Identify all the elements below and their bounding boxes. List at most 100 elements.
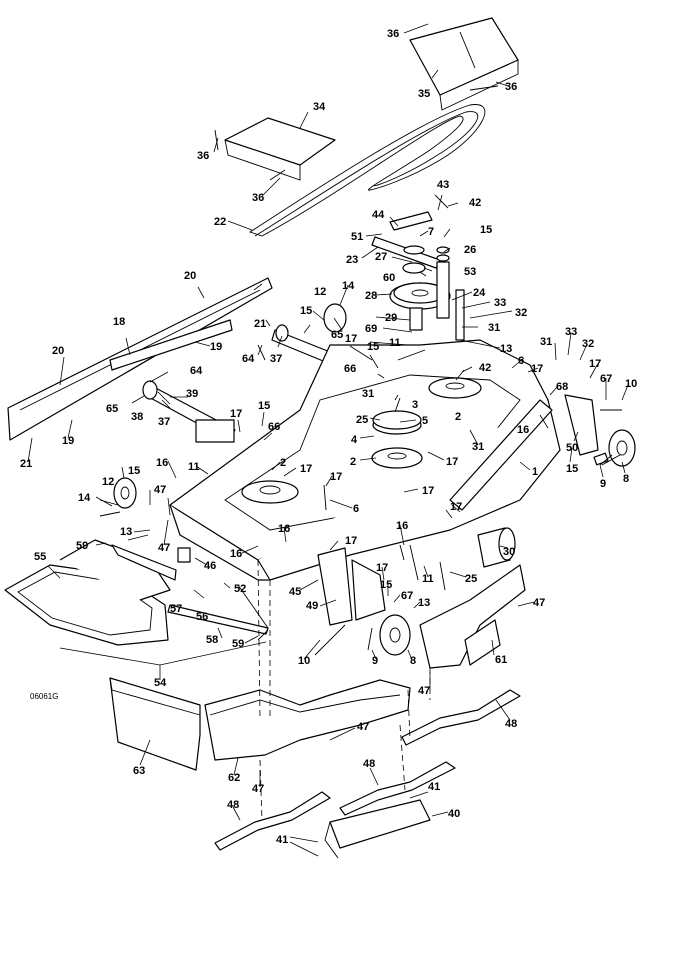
callout-20: 20 — [184, 270, 196, 282]
callout-15: 15 — [367, 341, 379, 353]
callout-25: 25 — [465, 573, 477, 585]
callout-17: 17 — [450, 501, 462, 513]
callout-62: 62 — [228, 772, 240, 784]
callout-61: 61 — [495, 654, 507, 666]
callout-47: 47 — [252, 783, 264, 795]
callout-12: 12 — [314, 286, 326, 298]
callout-17: 17 — [345, 333, 357, 345]
callout-32: 32 — [582, 338, 594, 350]
callout-48: 48 — [363, 758, 375, 770]
callout-49: 49 — [306, 600, 318, 612]
callout-16: 16 — [396, 520, 408, 532]
rear-belt-cover — [409, 17, 519, 111]
drawing-code: 06061G — [30, 692, 58, 701]
callout-50: 50 — [566, 442, 578, 454]
blade-spacer-40 — [324, 799, 431, 859]
callout-37: 37 — [158, 416, 170, 428]
callout-32: 32 — [515, 307, 527, 319]
callout-16: 16 — [278, 523, 290, 535]
callout-47: 47 — [158, 542, 170, 554]
callout-leaders — [27, 23, 629, 857]
callout-57: 57 — [170, 603, 182, 615]
callout-12: 12 — [102, 476, 114, 488]
callout-17: 17 — [422, 485, 434, 497]
callout-44: 44 — [372, 209, 385, 221]
callout-31: 31 — [488, 322, 500, 334]
callout-6: 6 — [353, 503, 359, 515]
callout-15: 15 — [566, 463, 578, 475]
right-baffle-61 — [419, 564, 526, 669]
mower-blades — [214, 689, 521, 851]
side-plate-63 — [109, 677, 201, 771]
callout-43: 43 — [437, 179, 449, 191]
callout-65: 65 — [106, 403, 118, 415]
callout-4: 4 — [351, 434, 358, 446]
callout-17: 17 — [531, 363, 543, 375]
baffle-plate — [109, 319, 233, 371]
callout-28: 28 — [365, 290, 377, 302]
idler-arm-assembly — [371, 211, 465, 341]
callout-23: 23 — [346, 254, 358, 266]
callout-69: 69 — [365, 323, 377, 335]
callout-10: 10 — [298, 655, 310, 667]
callout-41: 41 — [276, 834, 288, 846]
callout-14: 14 — [342, 280, 355, 292]
callout-17: 17 — [230, 408, 242, 420]
lower-baffle-62 — [204, 679, 411, 761]
callout-51: 51 — [351, 231, 363, 243]
callout-64: 64 — [242, 353, 255, 365]
callout-38: 38 — [131, 411, 143, 423]
callout-14: 14 — [78, 492, 91, 504]
callout-31: 31 — [472, 441, 484, 453]
deck-pulleys — [241, 377, 482, 504]
callout-56: 56 — [196, 611, 208, 623]
callout-47: 47 — [154, 484, 166, 496]
callout-16: 16 — [517, 424, 529, 436]
callout-68: 68 — [556, 381, 568, 393]
callout-47: 47 — [357, 721, 369, 733]
callout-48: 48 — [505, 718, 517, 730]
callout-15: 15 — [380, 579, 392, 591]
callout-36: 36 — [387, 28, 399, 40]
callout-39: 39 — [186, 388, 198, 400]
callout-15: 15 — [128, 465, 140, 477]
callout-5: 5 — [422, 415, 428, 427]
callout-47: 47 — [418, 685, 430, 697]
callout-2: 2 — [280, 457, 286, 469]
callout-58: 58 — [206, 634, 218, 646]
callout-67: 67 — [401, 590, 413, 602]
callout-3: 3 — [412, 399, 418, 411]
callout-13: 13 — [120, 526, 132, 538]
callout-17: 17 — [330, 471, 342, 483]
callout-55: 55 — [34, 551, 46, 563]
callout-21: 21 — [20, 458, 32, 470]
callout-66: 66 — [344, 363, 356, 375]
callout-60: 60 — [383, 272, 395, 284]
anti-scalp-rollers-top — [142, 303, 347, 400]
callout-7: 7 — [428, 226, 434, 238]
callout-37: 37 — [270, 353, 282, 365]
hardware-bolts — [99, 31, 622, 656]
callout-47: 47 — [533, 597, 545, 609]
callout-30: 30 — [503, 546, 515, 558]
callout-63: 63 — [133, 765, 145, 777]
callout-52: 52 — [234, 583, 246, 595]
callout-16: 16 — [156, 457, 168, 469]
callout-46: 46 — [204, 560, 216, 572]
callout-10: 10 — [625, 378, 637, 390]
callout-9: 9 — [372, 655, 378, 667]
callout-33: 33 — [565, 326, 577, 338]
callout-35: 35 — [418, 88, 430, 100]
callout-11: 11 — [422, 573, 434, 585]
callout-34: 34 — [313, 101, 326, 113]
callout-31: 31 — [362, 388, 374, 400]
callout-65: 65 — [331, 329, 343, 341]
callout-1: 1 — [532, 466, 538, 478]
callout-36: 36 — [252, 192, 264, 204]
callout-8: 8 — [623, 473, 629, 485]
callout-31: 31 — [540, 336, 552, 348]
callout-48: 48 — [227, 799, 239, 811]
drive-belt — [248, 104, 486, 237]
callout-11: 11 — [389, 337, 401, 349]
